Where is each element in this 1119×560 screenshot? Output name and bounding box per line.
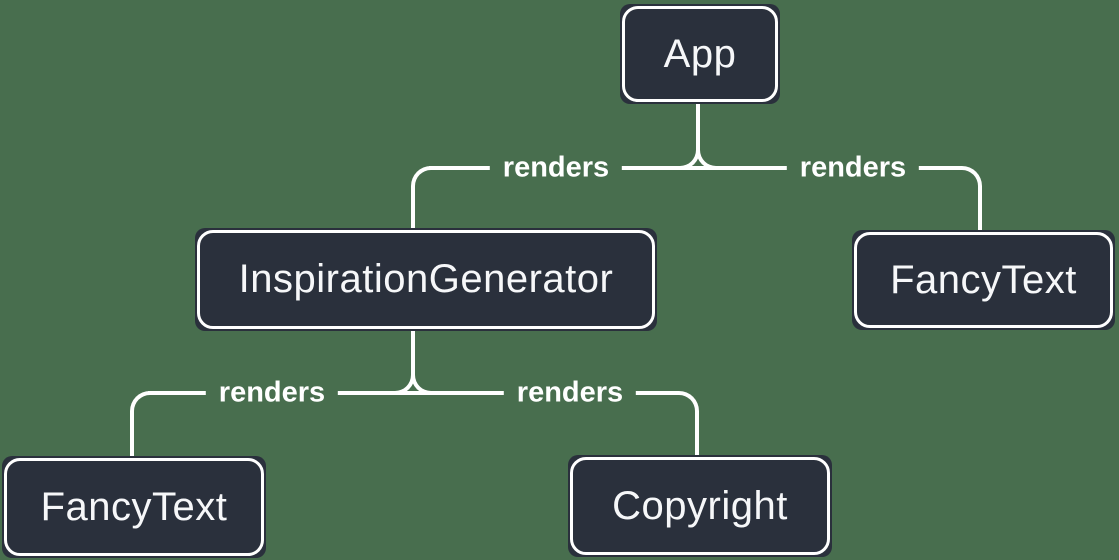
node-label: FancyText xyxy=(854,232,1113,328)
edge-label-renders: renders xyxy=(786,149,920,187)
connector-corner-copyright xyxy=(677,391,699,413)
edge-label-renders: renders xyxy=(503,374,637,412)
connector-stem-copyright xyxy=(695,411,699,455)
connector-horizontal-level2 xyxy=(148,391,679,395)
connector-corner-inspiration-generator xyxy=(411,166,433,188)
connector-corner-fancy-text-right xyxy=(960,166,982,188)
connector-stem-app xyxy=(696,103,700,153)
node-label: Copyright xyxy=(570,457,830,555)
connector-corner-fancy-text-left xyxy=(130,391,152,413)
tree-node-fancy-text-bottom-left: FancyText xyxy=(2,456,266,558)
edge-label-renders: renders xyxy=(205,374,339,412)
connector-horizontal-level1 xyxy=(429,166,962,170)
tree-node-fancy-text-top-right: FancyText xyxy=(852,230,1115,330)
connector-stem-inspiration-generator-bottom xyxy=(411,330,415,377)
connector-stem-inspiration-generator xyxy=(411,186,415,228)
edge-label-renders: renders xyxy=(489,149,623,187)
tree-node-copyright: Copyright xyxy=(568,455,832,557)
node-label: App xyxy=(622,6,778,102)
tree-node-app: App xyxy=(620,4,780,104)
connector-stem-fancy-text-left xyxy=(130,411,134,456)
tree-node-inspiration-generator: InspirationGenerator xyxy=(195,228,657,331)
node-label: InspirationGenerator xyxy=(197,230,655,329)
connector-stem-fancy-text-right xyxy=(978,186,982,230)
node-label: FancyText xyxy=(4,458,264,556)
